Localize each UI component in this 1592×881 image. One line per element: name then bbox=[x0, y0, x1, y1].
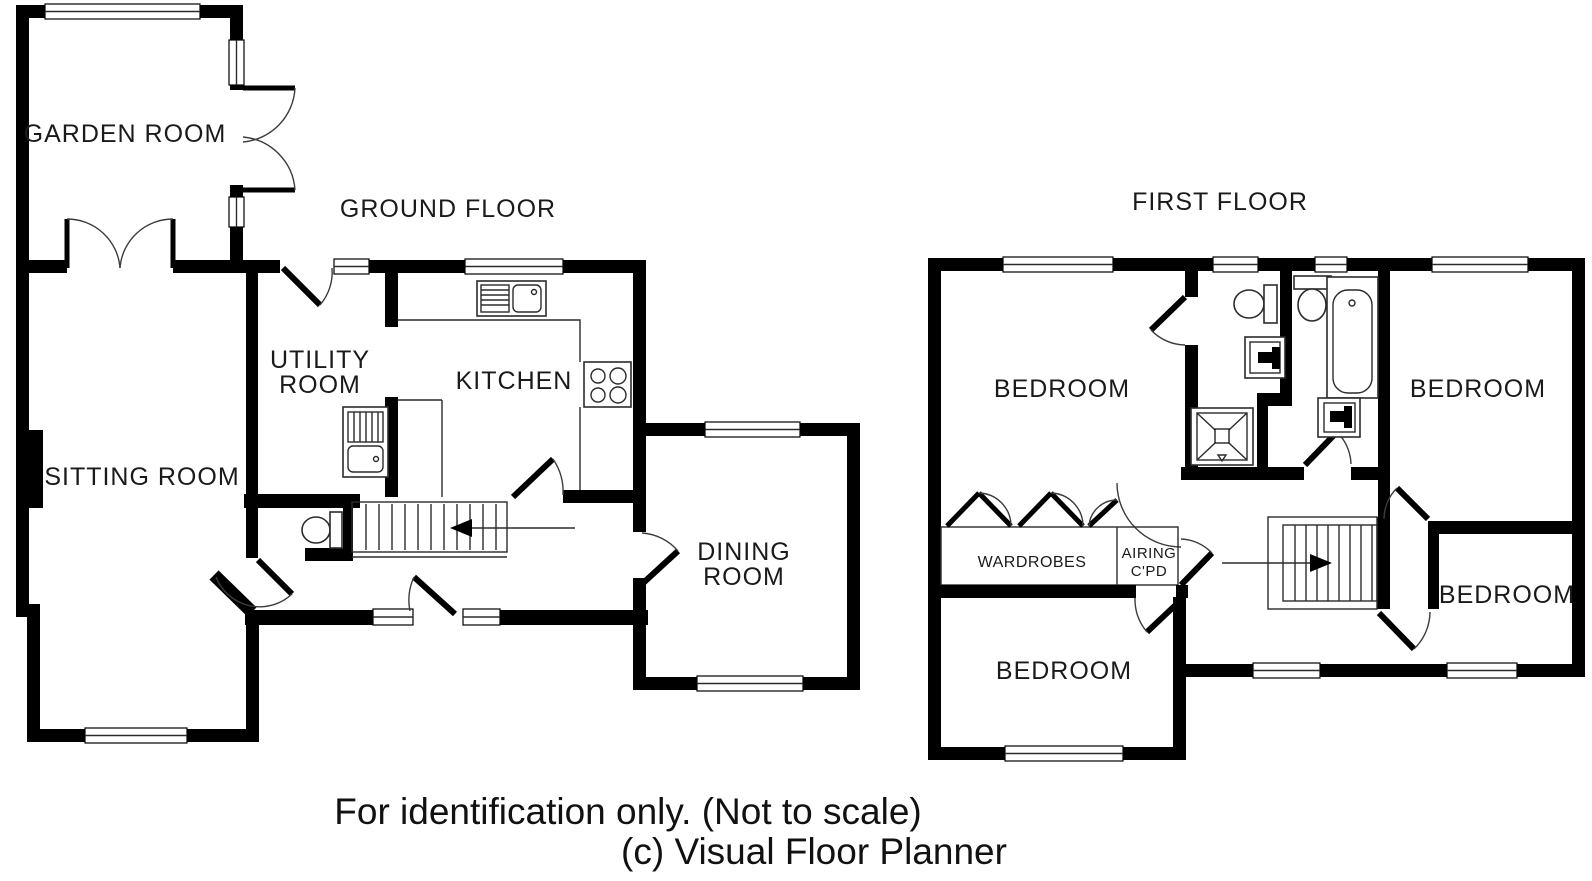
bedroom4-walls bbox=[1376, 534, 1439, 652]
garden-room-label: GARDEN ROOM bbox=[24, 120, 227, 148]
rear-wall bbox=[243, 258, 646, 275]
landing-opening-swing bbox=[1116, 482, 1182, 548]
bath-icon bbox=[1326, 276, 1379, 399]
cloakroom-walls bbox=[305, 500, 353, 561]
caption: For identification only. (Not to scale) … bbox=[334, 791, 1007, 872]
bedroom2-walls bbox=[1383, 485, 1572, 534]
kitchen-door bbox=[510, 456, 564, 500]
stairs-direction-arrow bbox=[1222, 554, 1332, 572]
first-floor-outer-walls bbox=[928, 256, 1585, 762]
caption-line1: For identification only. (Not to scale) bbox=[334, 791, 921, 832]
dining-room-label-line1: DINING bbox=[697, 538, 791, 566]
basin-icon bbox=[1244, 336, 1286, 379]
kitchen-walls bbox=[244, 260, 646, 532]
basin-icon bbox=[1317, 397, 1361, 438]
utility-room-door bbox=[280, 265, 333, 308]
shower-icon bbox=[1190, 407, 1254, 466]
garden-room-walls bbox=[16, 3, 245, 617]
bifold-doors bbox=[945, 491, 1119, 528]
wardrobes-label: WARDROBES bbox=[978, 554, 1087, 571]
stairs-direction-arrow bbox=[450, 519, 575, 537]
first-floor-title: FIRST FLOOR bbox=[1132, 188, 1308, 216]
bedroom1-label: BEDROOM bbox=[994, 375, 1130, 403]
bedroom3-top-wall bbox=[941, 585, 1136, 598]
stairs bbox=[351, 399, 575, 558]
toilet-icon bbox=[1233, 284, 1278, 324]
ground-floor-title: GROUND FLOOR bbox=[340, 195, 556, 223]
toilet-icon bbox=[301, 511, 343, 549]
first-floor-plan: FIRST FLOOR BEDROOM BEDROOM BEDROOM BEDR… bbox=[928, 188, 1585, 762]
stairs bbox=[1222, 516, 1390, 610]
sitting-room-walls bbox=[16, 260, 259, 744]
canted-wall bbox=[209, 570, 257, 617]
utility-room-label-line1: UTILITY bbox=[270, 346, 370, 374]
front-wall bbox=[245, 608, 648, 626]
double-doors bbox=[64, 218, 176, 269]
front-door bbox=[408, 574, 458, 617]
airing-cupboard-label-line1: AIRING bbox=[1122, 545, 1177, 562]
bedroom4-label: BEDROOM bbox=[1439, 581, 1575, 609]
bedroom3-label: BEDROOM bbox=[996, 657, 1132, 685]
french-doors bbox=[242, 85, 296, 193]
kitchen-counter bbox=[398, 319, 581, 490]
utility-sink-icon bbox=[342, 406, 389, 478]
kitchen-sink-icon bbox=[476, 280, 547, 317]
sitting-room-door bbox=[215, 557, 295, 608]
sitting-room-label: SITTING ROOM bbox=[44, 463, 239, 491]
airing-cupboard-door bbox=[1178, 538, 1215, 588]
wall-stub bbox=[1176, 585, 1188, 598]
ground-floor-plan: GROUND FLOOR GARDEN ROOM SITTING ROOM UT… bbox=[16, 3, 860, 744]
chimney-breast bbox=[16, 430, 43, 508]
hob-icon bbox=[583, 361, 632, 408]
dining-room-label-line2: ROOM bbox=[703, 563, 785, 591]
kitchen-label: KITCHEN bbox=[456, 367, 573, 395]
dining-room-door bbox=[638, 532, 681, 588]
bedroom3-door bbox=[1134, 595, 1186, 635]
airing-cupboard-label-line2: C'PD bbox=[1131, 563, 1168, 580]
dining-room-walls bbox=[633, 421, 860, 692]
toilet-icon bbox=[1293, 275, 1332, 322]
caption-line2: (c) Visual Floor Planner bbox=[621, 831, 1007, 872]
bedroom2-label: BEDROOM bbox=[1410, 375, 1546, 403]
shower-room-door bbox=[1148, 294, 1188, 346]
utility-room-label-line2: ROOM bbox=[279, 371, 361, 399]
